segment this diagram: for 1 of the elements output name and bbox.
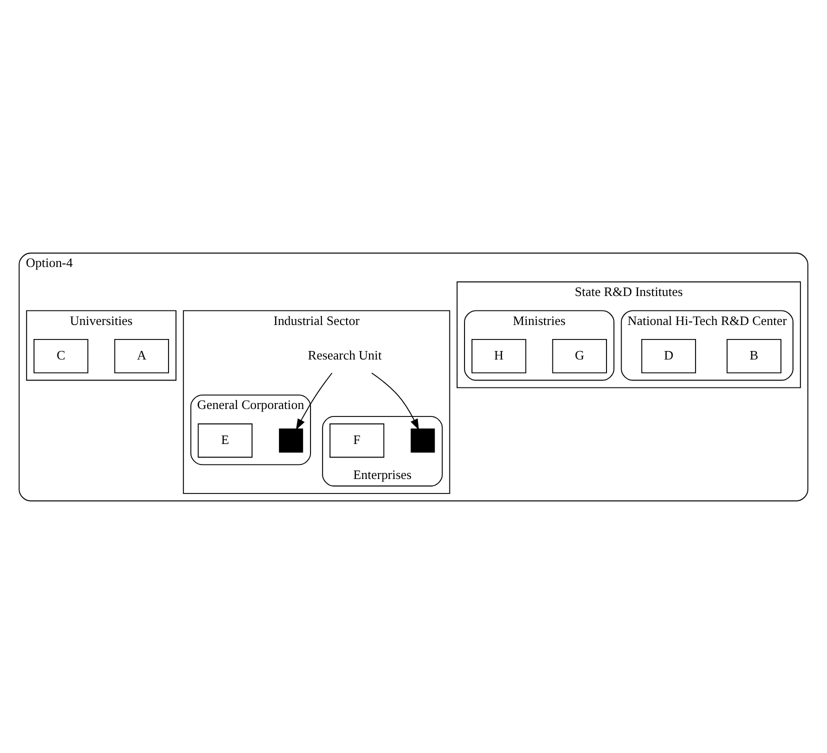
node-text: Research Unit — [308, 347, 382, 362]
